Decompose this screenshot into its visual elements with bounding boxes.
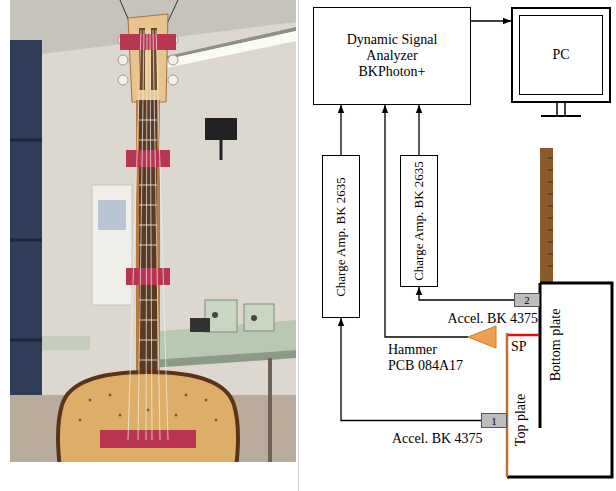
signal-connector: [385, 105, 468, 337]
tuner: [118, 55, 128, 65]
table-edge: [150, 350, 296, 368]
signal-connector: [340, 105, 341, 155]
callout-number: 2: [524, 294, 530, 306]
signal-connector: [419, 287, 514, 300]
tuner: [168, 55, 178, 65]
tape: [100, 430, 196, 448]
node-label: Charge Amp. BK 2635: [411, 161, 427, 281]
equipment: [190, 318, 210, 332]
poster: [92, 185, 132, 305]
poster-image: [98, 200, 126, 230]
callout-number: 1: [491, 415, 497, 427]
equipment: [244, 304, 274, 331]
node-label: PC: [552, 47, 569, 63]
plate-label: Top plate: [513, 394, 529, 446]
strings: [128, 30, 168, 440]
signal-connector: [471, 20, 511, 21]
neck: [540, 148, 553, 283]
monitor-base: [541, 115, 581, 117]
hammer-symbol: [468, 326, 496, 348]
knob: [251, 315, 257, 321]
sensor-label: Accel. BK 4375: [392, 431, 483, 447]
divider: [298, 0, 299, 491]
charge-amplifier: Charge Amp. BK 2635: [400, 155, 438, 287]
tape: [120, 34, 176, 50]
sound-post-label: SP: [511, 339, 527, 355]
tuner: [168, 75, 178, 85]
accelerometer: 2: [514, 293, 540, 307]
charge-amplifier: Charge Amp. BK 2635: [322, 155, 360, 318]
top-markers: [79, 394, 218, 422]
analyzer-box: Dynamic Signal Analyzer BKPhoton+: [313, 7, 471, 105]
hammer-symbol: [468, 326, 496, 348]
tuner: [118, 75, 128, 85]
accelerometer: 1: [481, 413, 507, 428]
guitar-body: [58, 372, 238, 462]
top-plate: [506, 333, 509, 477]
fretboard: [139, 100, 157, 380]
monitor-stand: [564, 101, 566, 115]
sound-post: [508, 334, 539, 337]
headstock: [128, 14, 168, 102]
node-label: Hammer PCB 084A17: [388, 342, 465, 374]
monitor-stand: [556, 101, 558, 115]
shelf-board: [10, 339, 42, 342]
shelf-board: [10, 239, 42, 242]
wall-bracket: [205, 118, 237, 140]
pc-monitor: PC: [511, 7, 611, 103]
guitar-photo: [10, 0, 296, 462]
monitor-stand: [513, 101, 613, 123]
signal-connector: [341, 318, 481, 421]
knob: [212, 312, 218, 318]
table-leg: [268, 358, 272, 462]
node-label: Dynamic Signal Analyzer BKPhoton+: [340, 32, 445, 80]
plate-label: Bottom plate: [548, 309, 564, 382]
tape: [126, 150, 170, 167]
shelf-board: [10, 139, 42, 142]
impact-hammer: Hammer PCB 084A17: [468, 326, 496, 348]
side-table: [42, 336, 90, 350]
sensor-label: Accel. BK 4375: [447, 311, 538, 327]
neck-ticks: [548, 158, 553, 266]
wall-bracket: [220, 140, 223, 160]
signal-connector: [418, 105, 419, 155]
node-label: Charge Amp. BK 2635: [333, 177, 349, 297]
